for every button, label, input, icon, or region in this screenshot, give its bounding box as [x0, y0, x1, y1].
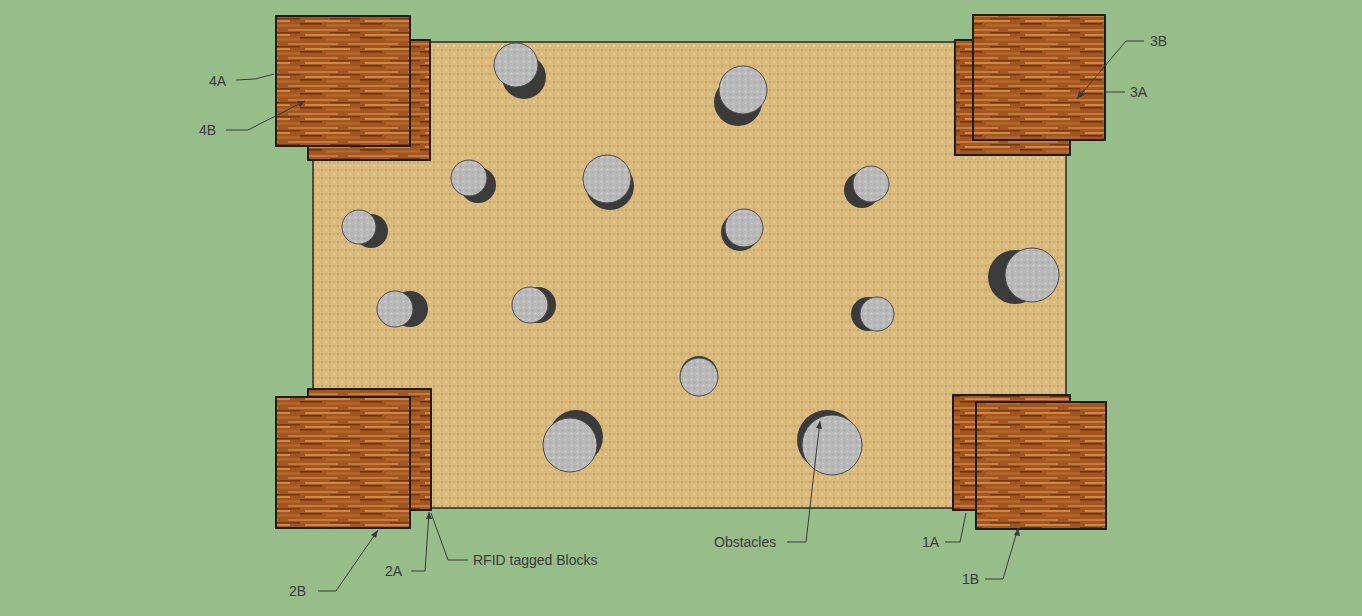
callout-label: RFID tagged Blocks [473, 552, 598, 568]
leader-2a [411, 512, 429, 571]
callout-label: 1A [922, 534, 939, 550]
leader-4b [226, 101, 305, 130]
leader-rfid [431, 513, 468, 560]
leader-1b [985, 528, 1018, 579]
rfid-blocks [276, 15, 1106, 529]
block-3b [973, 15, 1105, 140]
leader-tips [297, 91, 1084, 538]
callout-label: 2B [289, 583, 306, 599]
leader-4a [236, 74, 274, 80]
callout-label: Obstacles [714, 534, 776, 550]
callout-label: 3B [1150, 33, 1167, 49]
leader-obstacles [787, 421, 820, 542]
callout-label: 2A [385, 563, 402, 579]
leader-lines [226, 41, 1144, 591]
block-1b [976, 402, 1106, 529]
block-2b [276, 397, 410, 528]
obstacles [342, 43, 1059, 475]
callout-label: 4A [209, 73, 226, 89]
obstacle-tops [342, 43, 1059, 475]
leader-3a [1106, 92, 1125, 93]
callout-label: 1B [962, 571, 979, 587]
leader-2b [318, 530, 378, 591]
callout-label: 4B [199, 122, 216, 138]
leader-1a [945, 513, 966, 542]
callout-label: 3A [1130, 84, 1147, 100]
block-4b [276, 16, 410, 146]
obstacle-shadows [354, 55, 1042, 470]
